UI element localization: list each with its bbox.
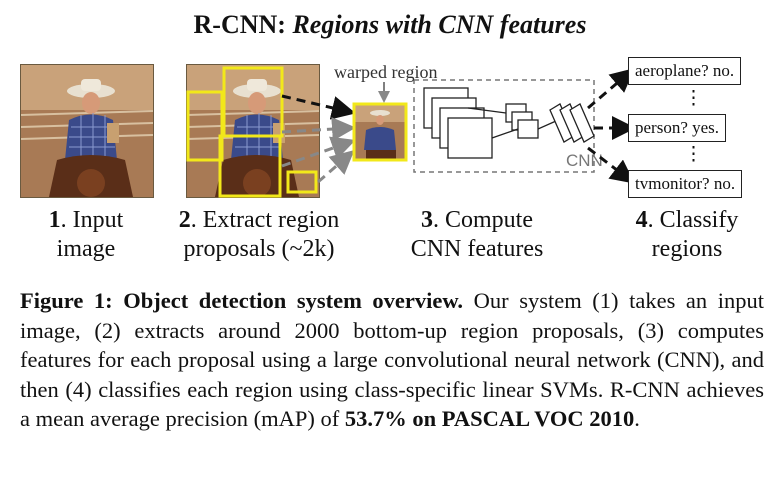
figure-title: R-CNN: Regions with CNN features [0,10,780,40]
proposal-boxes [186,66,318,198]
proposal-box-lower [218,134,282,198]
caption-body: Our system (1) takes an input image, (2)… [20,288,764,432]
warped-region-label: warped region [334,62,438,82]
input-image [20,64,154,198]
arrow-dark-top [281,94,356,120]
caption-result: 53.7% on PASCAL VOC 2010 [344,406,635,432]
proposal-box-small [286,170,318,194]
title-italic: Regions with CNN features [292,10,587,39]
ellipsis-2: ⋮ [684,144,703,165]
cnn-label: CNN [566,151,603,170]
arrow-cls-1 [587,68,635,110]
proposal-box-main [222,66,284,138]
cnn-layers [423,87,595,159]
arrow-gray-2 [281,136,356,168]
arrow-gray-3 [317,150,355,184]
caption-label: Figure 1: [20,288,113,313]
ellipsis-1: ⋮ [684,88,703,109]
arrow-gray-1 [281,117,356,142]
caption-title: Object detection system overview. [123,288,464,313]
class-box-person: person? yes. [628,114,727,142]
figure-caption: Figure 1: Object detection system overvi… [20,286,764,434]
arrow-cls-3 [587,146,635,184]
warped-region [352,102,408,162]
class-box-tvmonitor: tvmonitor? no. [628,170,743,198]
class-box-aeroplane: aeroplane? no. [628,57,742,85]
pipeline-diagram: CNN [186,66,636,198]
caption-end: . [634,406,640,432]
title-bold: R-CNN: [193,10,293,39]
cnn-container [413,79,595,173]
proposal-box-left [186,90,224,162]
